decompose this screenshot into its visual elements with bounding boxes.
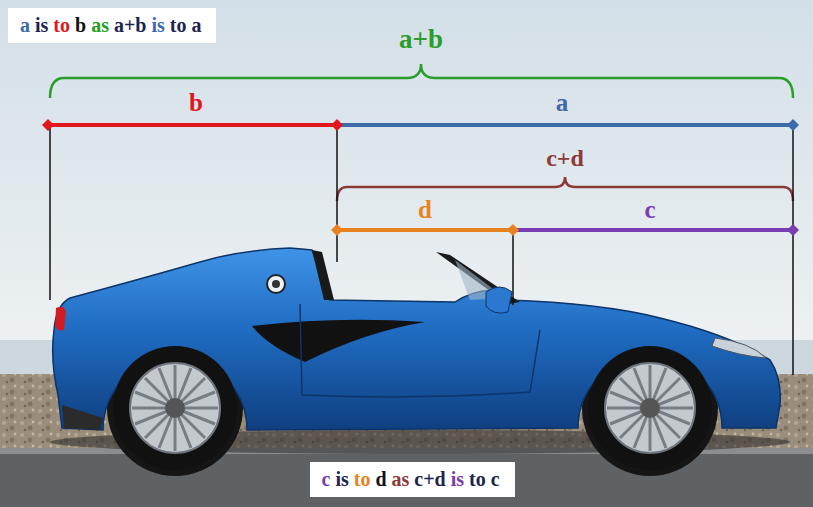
ratio-word: b bbox=[75, 14, 86, 36]
end-marker bbox=[507, 224, 519, 236]
mirror bbox=[486, 287, 512, 313]
ratio-word: is bbox=[335, 468, 348, 490]
headlight bbox=[712, 338, 766, 358]
guide-line bbox=[512, 230, 514, 305]
tyre bbox=[113, 346, 237, 470]
rear-diffuser bbox=[62, 405, 103, 430]
ratio-word: as bbox=[392, 468, 410, 490]
ratio-word: c+d bbox=[414, 468, 445, 490]
segment-label: d bbox=[418, 196, 432, 224]
roll-hoop bbox=[312, 250, 334, 300]
hub bbox=[640, 398, 660, 418]
brackets bbox=[50, 64, 793, 201]
end-markers bbox=[42, 119, 799, 236]
end-marker bbox=[787, 224, 799, 236]
guide-line bbox=[336, 125, 338, 262]
ratio-word: is bbox=[151, 14, 164, 36]
guide-lines bbox=[50, 125, 793, 375]
ratio-word: c bbox=[322, 468, 331, 490]
rear-light bbox=[55, 307, 66, 331]
rear-wheel bbox=[113, 346, 237, 470]
segments bbox=[48, 125, 793, 230]
segment-d bbox=[337, 228, 513, 232]
guide-line bbox=[49, 125, 51, 300]
door-line bbox=[300, 304, 540, 397]
ratio-box: a is to b as a+b is to a bbox=[8, 8, 216, 43]
segment-label: a+b bbox=[399, 25, 443, 55]
ratio-word: to bbox=[354, 468, 371, 490]
ratio-word: is bbox=[451, 468, 464, 490]
ratio-word: a bbox=[191, 14, 201, 36]
rim bbox=[130, 363, 220, 453]
segment-label: b bbox=[189, 89, 203, 117]
segment-label: c bbox=[644, 196, 655, 224]
fuel-cap bbox=[267, 275, 285, 293]
ratio-word: to bbox=[170, 14, 187, 36]
end-marker bbox=[787, 119, 799, 131]
ratio-box: c is to d as c+d is to c bbox=[310, 462, 515, 497]
spokes bbox=[132, 365, 218, 451]
side-intake bbox=[252, 320, 425, 362]
ratio-word: to bbox=[53, 14, 70, 36]
end-marker bbox=[331, 224, 343, 236]
end-marker bbox=[42, 119, 54, 131]
ratio-word: a bbox=[20, 14, 30, 36]
rim bbox=[605, 363, 695, 453]
spokes bbox=[607, 365, 693, 451]
ratio-statement: a is to b as a+b is to a bbox=[20, 13, 204, 38]
fuel-cap bbox=[272, 280, 280, 288]
segment-a bbox=[337, 123, 793, 127]
hub bbox=[165, 398, 185, 418]
ratio-word: c bbox=[491, 468, 500, 490]
segment-label: c+d bbox=[546, 145, 584, 171]
guide-line bbox=[792, 125, 794, 375]
segment-label: a bbox=[556, 89, 569, 117]
ratio-word: d bbox=[375, 468, 386, 490]
end-marker bbox=[331, 119, 343, 131]
car bbox=[53, 248, 781, 476]
segment-b bbox=[48, 123, 337, 127]
brace bbox=[50, 64, 793, 98]
tyre bbox=[588, 346, 712, 470]
ratio-word: is bbox=[35, 14, 48, 36]
brace bbox=[337, 177, 793, 201]
ratio-word: as bbox=[91, 14, 109, 36]
segment-c bbox=[513, 228, 793, 232]
ratio-word: a+b bbox=[114, 14, 147, 36]
front-wheel bbox=[588, 346, 712, 470]
ratio-statement: c is to d as c+d is to c bbox=[322, 467, 503, 492]
ratio-word: to bbox=[469, 468, 486, 490]
